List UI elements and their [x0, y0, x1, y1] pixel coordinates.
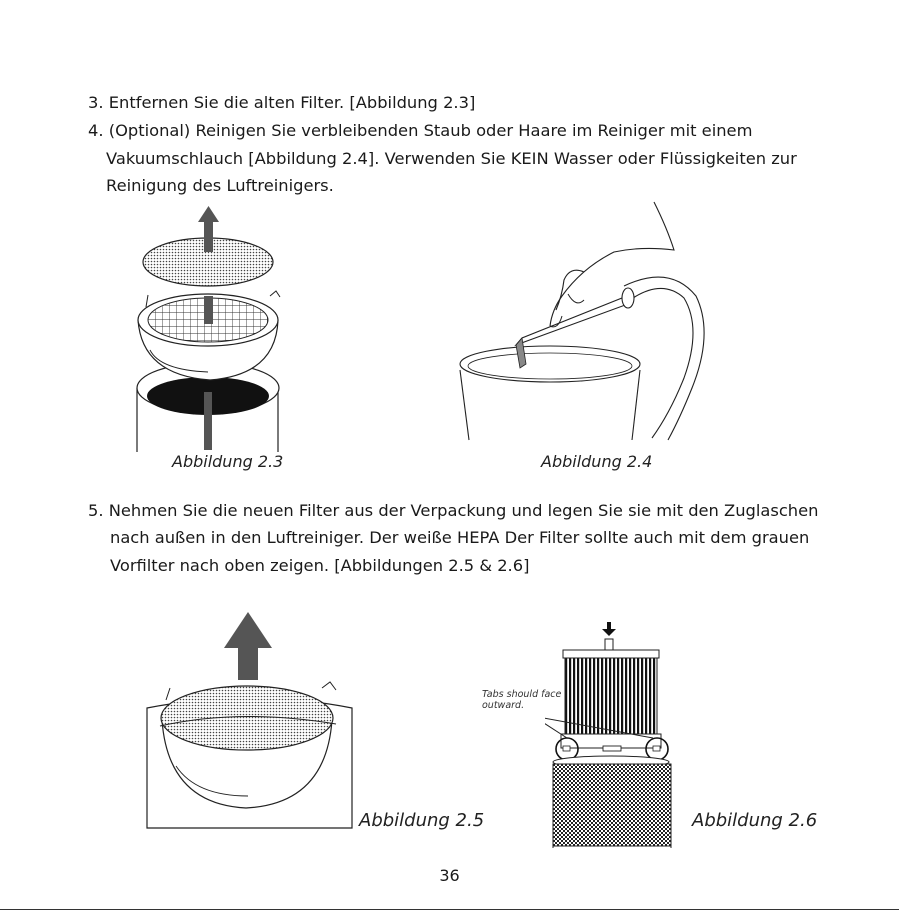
- figure-2-3-caption: Abbildung 2.3: [172, 452, 284, 471]
- step-3-text: Entfernen Sie die alten Filter. [Abbildu…: [108, 93, 476, 112]
- step-4-text-1: (Optional) Reinigen Sie verbleibenden St…: [108, 121, 753, 140]
- figure-2-4-caption: Abbildung 2.4: [541, 452, 653, 471]
- step-3-number: 3.: [88, 93, 104, 112]
- figure-2-6-note-line-1: Tabs should face: [482, 689, 562, 700]
- step-3-line-1: 3. Entfernen Sie die alten Filter. [Abbi…: [88, 88, 475, 117]
- figure-2-6-note-line-2: outward.: [482, 700, 525, 711]
- bottom-rule: [0, 909, 899, 910]
- step-4-line-2: Vakuumschlauch [Abbildung 2.4]. Verwende…: [106, 149, 797, 168]
- step-5-line-1: 5. Nehmen Sie die neuen Filter aus der V…: [88, 496, 818, 525]
- figure-2-6-caption: Abbildung 2.6: [692, 810, 818, 831]
- step-5-number: 5.: [88, 501, 104, 520]
- figure-2-5-illustration: [146, 612, 353, 829]
- page-number: 36: [439, 866, 460, 885]
- step-4-line-1: 4. (Optional) Reinigen Sie verbleibenden…: [88, 116, 752, 145]
- step-5-line-3: Vorfilter nach oben zeigen. [Abbildungen…: [110, 556, 530, 575]
- figure-2-6-illustration: [545, 622, 672, 848]
- figure-2-6-note: Tabs should face outward.: [482, 689, 561, 711]
- figure-2-4-illustration: [459, 201, 705, 441]
- step-4-number: 4.: [88, 121, 104, 140]
- step-5-line-2: nach außen in den Luftreiniger. Der weiß…: [110, 528, 810, 547]
- step-4-line-3: Reinigung des Luftreinigers.: [106, 176, 334, 195]
- figure-2-5-caption: Abbildung 2.5: [359, 810, 485, 831]
- figure-2-3-illustration: [136, 206, 281, 452]
- step-5-text-1: Nehmen Sie die neuen Filter aus der Verp…: [108, 501, 819, 520]
